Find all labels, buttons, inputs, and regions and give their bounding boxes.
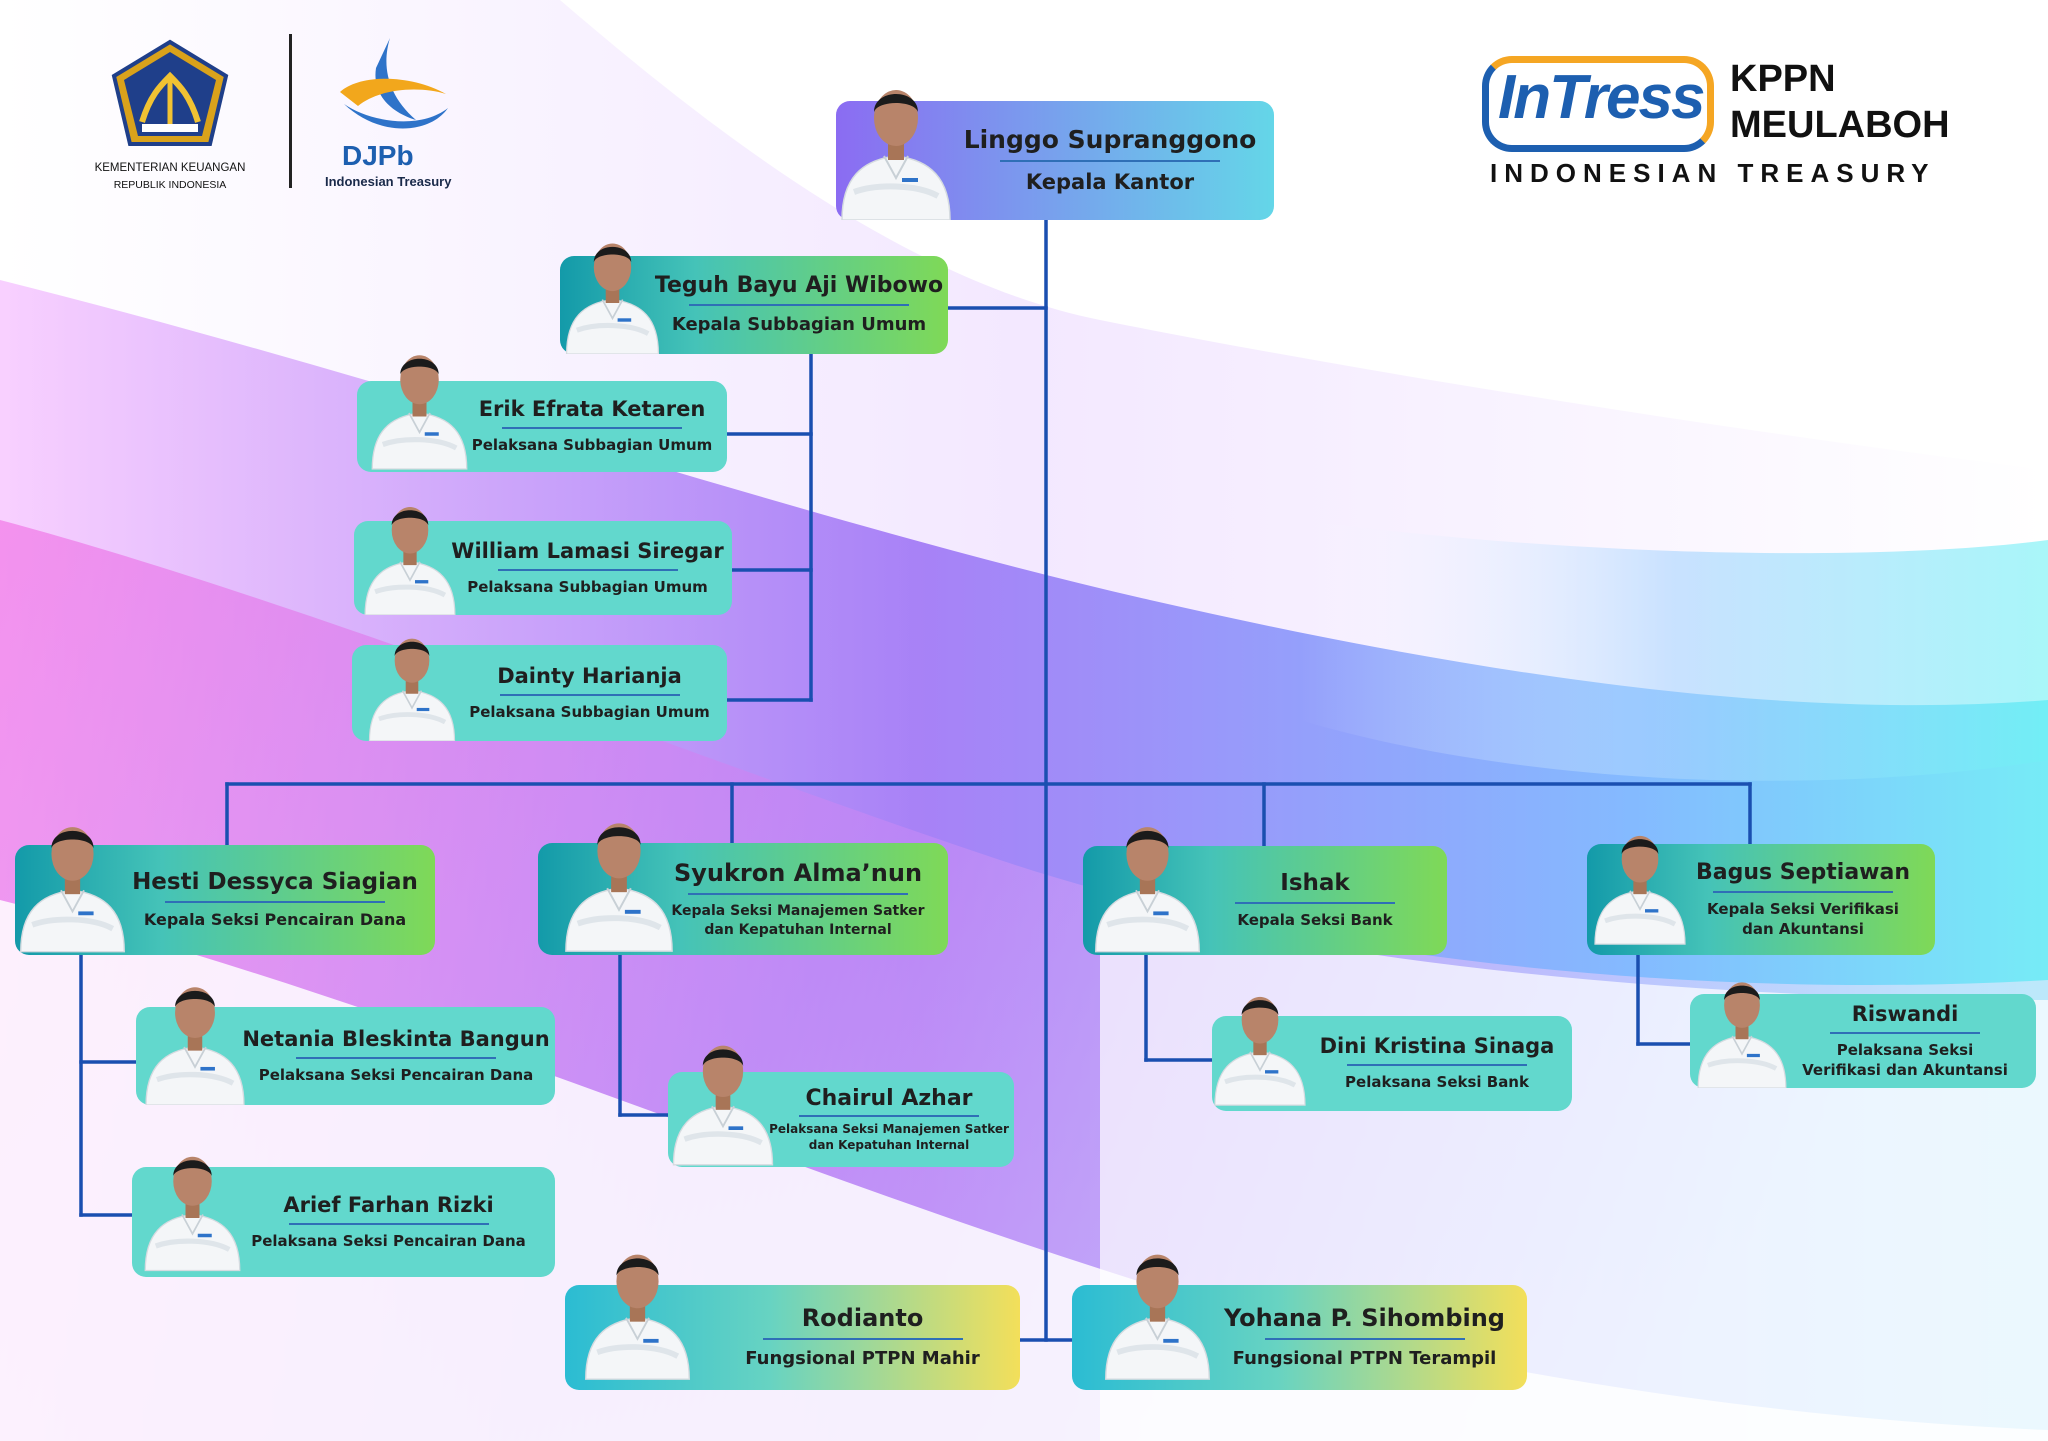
node-name: Hesti Dessyca Siagian <box>132 869 418 896</box>
node-divider <box>1000 159 1220 162</box>
photo-chairul-avatar <box>668 1016 778 1167</box>
node-name: Rodianto <box>801 1304 924 1333</box>
photo-yohana-avatar <box>1100 1215 1215 1390</box>
node-role: Pelaksana Seksi Pencairan Dana <box>258 1065 534 1084</box>
node-role: Kepala Kantor <box>1025 169 1195 194</box>
kppn-line2: MEULABOH <box>1730 104 1950 146</box>
node-divider <box>1830 1032 1980 1034</box>
node-role: Kepala Seksi Manajemen Satker dan Kepatu… <box>671 903 925 938</box>
photo-netania-avatar <box>140 960 250 1105</box>
intress-text: InTress <box>1498 63 1705 132</box>
node-divider <box>1713 891 1893 893</box>
node-divider <box>499 693 680 696</box>
node-role: Pelaksana Seksi Bank <box>1345 1073 1529 1092</box>
node-role: Pelaksana Seksi Verifikasi dan Akuntansi <box>1802 1041 2008 1079</box>
node-name: Linggo Supranggono <box>963 124 1257 154</box>
node-name: William Lamasi Siregar <box>451 538 724 563</box>
node-divider <box>497 568 678 571</box>
node-name: Netania Bleskinta Bangun <box>242 1026 550 1051</box>
node-name: Riswandi <box>1851 1002 1959 1026</box>
photo-arief-avatar <box>140 1124 245 1277</box>
kemenkeu-logo: KEMENTERIAN KEUANGAN REPUBLIK INDONESIA <box>80 36 260 196</box>
photo-dini-avatar <box>1210 966 1310 1111</box>
node-role: Kepala Seksi Bank <box>1237 911 1393 930</box>
tagline: INDONESIAN TREASURY <box>1490 158 1936 188</box>
node-divider <box>165 901 385 904</box>
photo-rodianto-avatar <box>580 1215 695 1390</box>
node-name: Arief Farhan Rizki <box>283 1192 494 1217</box>
kppn-line1: KPPN <box>1730 58 1836 100</box>
node-name: Syukron Alma’nun <box>673 859 923 888</box>
photo-head-avatar <box>836 60 956 220</box>
node-divider <box>296 1056 496 1059</box>
node-role: Fungsional PTPN Terampil <box>1232 1348 1497 1370</box>
photo-syukron-avatar <box>560 790 678 955</box>
node-divider <box>689 304 909 307</box>
node-divider <box>1264 1338 1465 1341</box>
node-role: Fungsional PTPN Mahir <box>745 1348 980 1370</box>
photo-riswandi-avatar <box>1692 958 1792 1088</box>
photo-erik-avatar <box>367 326 472 472</box>
djpb-logo: DJPb Indonesian Treasury <box>320 34 480 194</box>
node-divider <box>688 893 908 896</box>
node-divider <box>799 1114 979 1117</box>
node-name: Dainty Harianja <box>497 663 682 688</box>
node-role: Kepala Subbagian Umum <box>671 314 927 336</box>
intress-logo: InTress <box>1478 52 1724 160</box>
photo-hesti-avatar <box>15 795 130 955</box>
node-divider <box>1235 902 1395 905</box>
node-divider <box>502 427 682 430</box>
node-name: Teguh Bayu Aji Wibowo <box>654 273 944 299</box>
node-divider <box>288 1222 489 1225</box>
djpb-subtitle: Indonesian Treasury <box>325 174 452 189</box>
photo-bagus-avatar <box>1590 800 1690 955</box>
photo-william-avatar <box>360 482 460 615</box>
photo-dainty-avatar <box>362 615 462 741</box>
node-role: Pelaksana Subbagian Umum <box>469 702 710 721</box>
node-divider <box>1347 1064 1527 1067</box>
node-name: Dini Kristina Sinaga <box>1319 1034 1555 1059</box>
photo-subbag-avatar <box>560 218 665 354</box>
kemenkeu-emblem-icon <box>111 39 229 146</box>
djpb-title: DJPb <box>342 140 414 171</box>
kemenkeu-line1: KEMENTERIAN KEUANGAN <box>94 162 246 174</box>
node-role: Kepala Seksi Verifikasi dan Akuntansi <box>1707 900 1899 938</box>
node-name: Chairul Azhar <box>805 1085 973 1111</box>
node-name: Yohana P. Sihombing <box>1223 1304 1505 1333</box>
djpb-swirl-icon <box>340 38 448 129</box>
node-divider <box>762 1338 963 1341</box>
photo-ishak-avatar <box>1090 795 1205 955</box>
intress-frame <box>1482 56 1714 152</box>
node-name: Ishak <box>1280 870 1350 897</box>
node-name: Bagus Septiawan <box>1695 860 1911 885</box>
logo-divider <box>289 34 292 188</box>
node-name: Erik Efrata Ketaren <box>478 397 706 422</box>
node-role: Pelaksana Subbagian Umum <box>471 436 713 455</box>
kemenkeu-line2: REPUBLIK INDONESIA <box>113 179 227 191</box>
node-role: Pelaksana Seksi Pencairan Dana <box>251 1231 526 1250</box>
node-role: Kepala Seksi Pencairan Dana <box>143 910 407 930</box>
node-role: Pelaksana Subbagian Umum <box>467 577 708 596</box>
node-role: Pelaksana Seksi Manajemen Satker dan Kep… <box>769 1121 1009 1152</box>
